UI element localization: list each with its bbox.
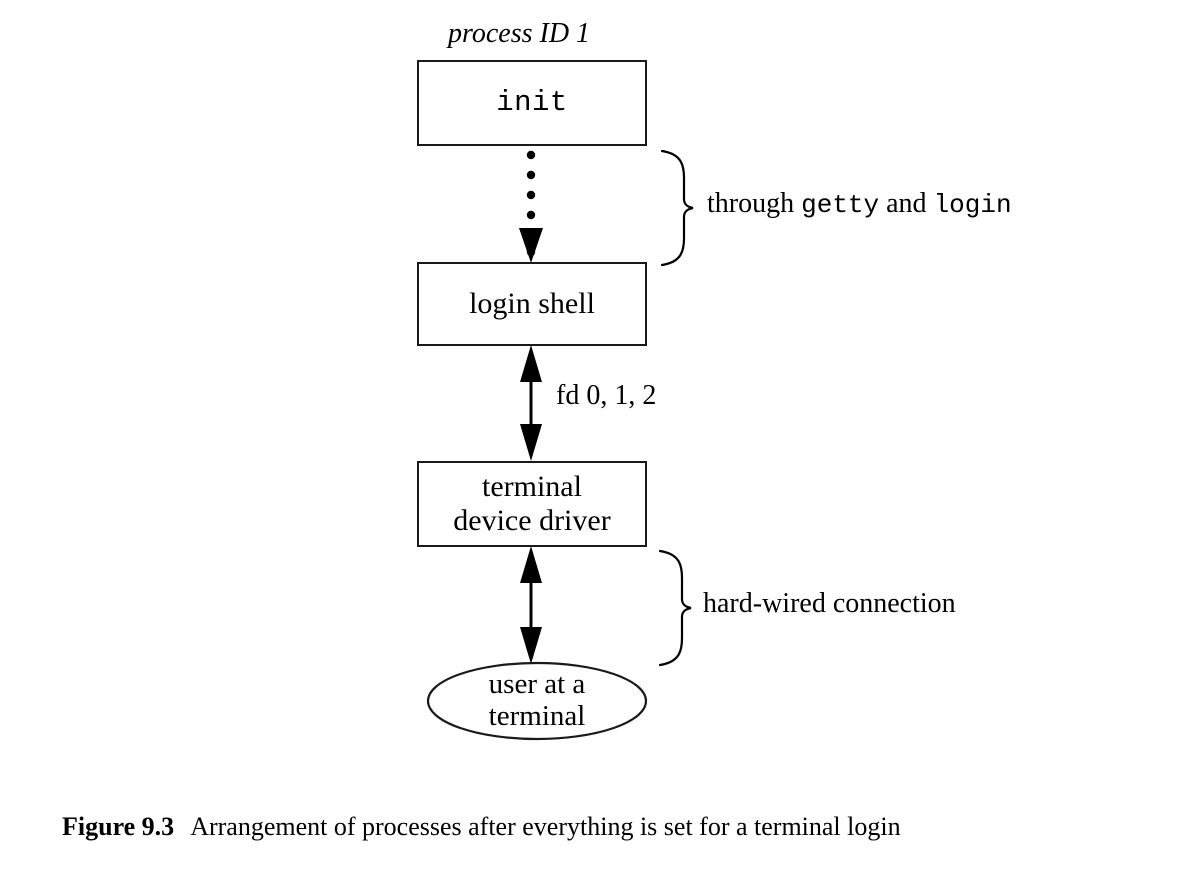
edge-label-login-mono: login bbox=[933, 190, 1012, 220]
label-process-id: process ID 1 bbox=[448, 18, 591, 49]
figure-caption-number: Figure 9.3 bbox=[62, 812, 175, 841]
edge-label-fd: fd 0, 1, 2 bbox=[556, 380, 657, 411]
edge-label-and-text: and bbox=[879, 188, 934, 219]
edge-label-through-getty-login: through getty and login bbox=[707, 188, 1012, 220]
edge-label-through-text: through bbox=[707, 188, 802, 219]
node-terminal-device-driver: terminal device driver bbox=[417, 461, 647, 547]
node-terminal-device-driver-label: terminal device driver bbox=[453, 470, 611, 537]
figure-caption-text: Arrangement of processes after everythin… bbox=[190, 812, 901, 841]
node-login-shell: login shell bbox=[417, 262, 647, 346]
node-login-shell-label: login shell bbox=[469, 287, 595, 321]
edge-label-getty-mono: getty bbox=[801, 190, 880, 220]
brace-through-getty-login bbox=[660, 149, 694, 267]
edge-terminal-driver-to-user bbox=[520, 546, 542, 664]
node-user-at-terminal-label: user at a terminal bbox=[488, 668, 586, 732]
node-init: init bbox=[417, 60, 647, 146]
edge-label-hard-wired-connection: hard-wired connection bbox=[703, 588, 956, 619]
edge-login-shell-to-terminal-driver bbox=[520, 345, 542, 461]
edge-init-to-login-shell bbox=[519, 150, 543, 263]
brace-hard-wired-connection bbox=[658, 549, 692, 667]
node-init-label: init bbox=[496, 85, 568, 119]
figure-caption: Figure 9.3 Arrangement of processes after… bbox=[62, 812, 901, 842]
node-user-at-terminal: user at a terminal bbox=[428, 663, 646, 739]
